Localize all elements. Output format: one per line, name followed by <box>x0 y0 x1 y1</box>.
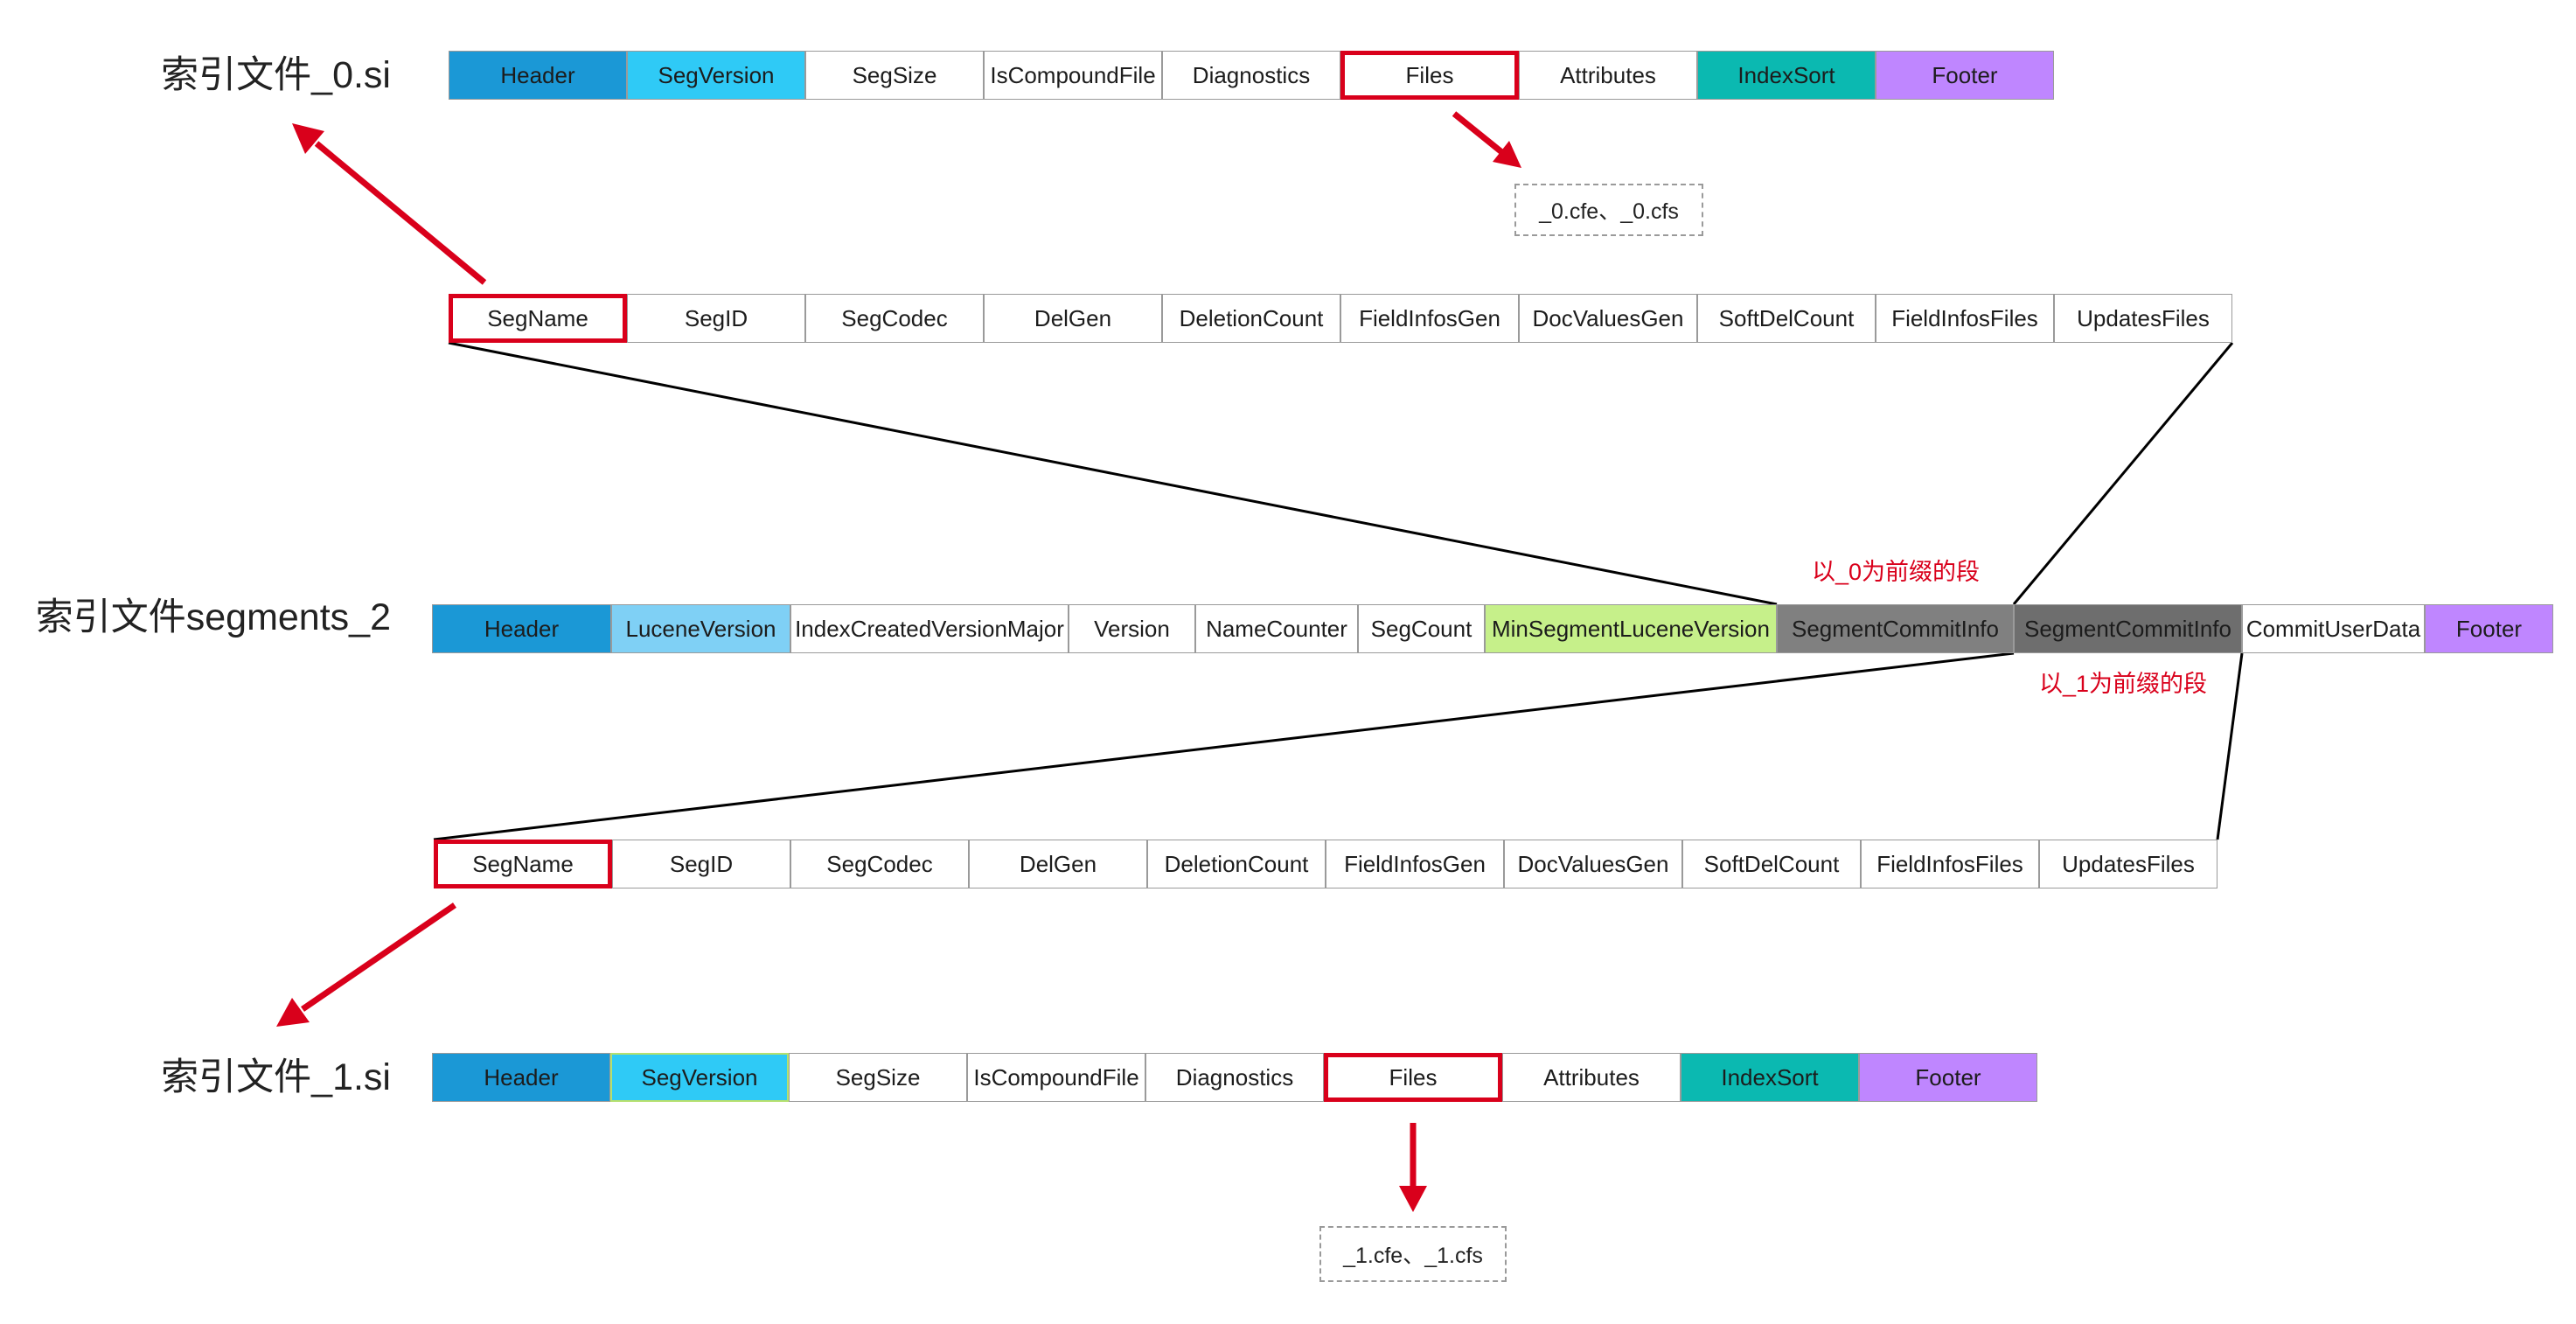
segments-segmentcommitinfo-0-cell: SegmentCommitInfo <box>1777 604 2014 653</box>
si1-files-cell: Files <box>1324 1053 1502 1102</box>
si1-iscompoundfile-cell: IsCompoundFile <box>967 1053 1145 1102</box>
si0-footer-cell: Footer <box>1876 51 2054 100</box>
sci0-fieldinfosgen-cell: FieldInfosGen <box>1340 294 1519 343</box>
sci1-segid-cell: SegID <box>612 840 790 888</box>
note-prefix-0: 以_0为前缀的段 <box>1812 559 1981 585</box>
files-box-1: _1.cfe、_1.cfs <box>1319 1226 1507 1282</box>
sci1-fieldinfosgen-cell: FieldInfosGen <box>1326 840 1504 888</box>
sci1-fieldinfosfiles-cell: FieldInfosFiles <box>1861 840 2039 888</box>
si1-header-cell: Header <box>432 1053 610 1102</box>
si-0-structure: Header SegVersion SegSize IsCompoundFile… <box>449 51 2054 100</box>
segment-commit-info-1-structure: SegName SegID SegCodec DelGen DeletionCo… <box>434 840 2217 888</box>
sci0-fieldinfosfiles-cell: FieldInfosFiles <box>1876 294 2054 343</box>
sci0-softdelcount-cell: SoftDelCount <box>1697 294 1876 343</box>
sci0-deletioncount-cell: DeletionCount <box>1162 294 1340 343</box>
sci0-delgen-cell: DelGen <box>984 294 1162 343</box>
si0-header-cell: Header <box>449 51 627 100</box>
si1-segsize-cell: SegSize <box>789 1053 967 1102</box>
segments-footer-cell: Footer <box>2425 604 2553 653</box>
files-box-0: _0.cfe、_0.cfs <box>1514 184 1703 236</box>
connector-line-sci0-left <box>448 341 1778 606</box>
segments-2-structure: Header LuceneVersion IndexCreatedVersion… <box>432 604 2553 653</box>
segments-header-cell: Header <box>432 604 611 653</box>
arrow-segname-to-si-1 <box>276 902 456 1027</box>
connector-line-sci1-right <box>2216 652 2244 840</box>
sci0-updatesfiles-cell: UpdatesFiles <box>2054 294 2232 343</box>
sci0-segcodec-cell: SegCodec <box>805 294 984 343</box>
sci0-segname-cell: SegName <box>449 294 627 343</box>
segments-namecounter-cell: NameCounter <box>1195 604 1358 653</box>
label-si-0: 索引文件_0.si <box>161 54 391 96</box>
si0-diagnostics-cell: Diagnostics <box>1162 51 1340 100</box>
arrow-files-to-cfs-0 <box>1452 111 1521 168</box>
segments-commituserdata-cell: CommitUserData <box>2242 604 2425 653</box>
sci1-updatesfiles-cell: UpdatesFiles <box>2039 840 2217 888</box>
si0-attributes-cell: Attributes <box>1519 51 1697 100</box>
si0-iscompoundfile-cell: IsCompoundFile <box>984 51 1162 100</box>
si0-files-cell: Files <box>1340 51 1519 100</box>
segments-indexcreatedversionmajor-cell: IndexCreatedVersionMajor <box>790 604 1069 653</box>
sci1-softdelcount-cell: SoftDelCount <box>1682 840 1861 888</box>
si0-segversion-cell: SegVersion <box>627 51 805 100</box>
arrow-files-to-cfs-1 <box>1399 1123 1427 1212</box>
sci1-segcodec-cell: SegCodec <box>790 840 969 888</box>
segments-segmentcommitinfo-1-cell: SegmentCommitInfo <box>2014 604 2242 653</box>
si1-indexsort-cell: IndexSort <box>1681 1053 1859 1102</box>
si0-indexsort-cell: IndexSort <box>1697 51 1876 100</box>
si0-segsize-cell: SegSize <box>805 51 984 100</box>
label-segments-2: 索引文件segments_2 <box>35 596 391 638</box>
label-si-1: 索引文件_1.si <box>161 1056 391 1098</box>
note-prefix-1: 以_1为前缀的段 <box>2039 671 2208 697</box>
si1-footer-cell: Footer <box>1859 1053 2037 1102</box>
arrow-segname-to-si-0 <box>292 123 487 285</box>
segments-minsegmentluceneversion-cell: MinSegmentLuceneVersion <box>1485 604 1777 653</box>
segment-commit-info-0-structure: SegName SegID SegCodec DelGen DeletionCo… <box>449 294 2232 343</box>
segments-segcount-cell: SegCount <box>1358 604 1485 653</box>
connector-line-sci1-left <box>433 652 2015 841</box>
sci1-segname-cell: SegName <box>434 840 612 888</box>
sci0-segid-cell: SegID <box>627 294 805 343</box>
sci1-delgen-cell: DelGen <box>969 840 1147 888</box>
sci1-docvaluesgen-cell: DocValuesGen <box>1504 840 1682 888</box>
segments-version-cell: Version <box>1069 604 1195 653</box>
si1-diagnostics-cell: Diagnostics <box>1145 1053 1324 1102</box>
sci1-deletioncount-cell: DeletionCount <box>1147 840 1326 888</box>
segments-luceneversion-cell: LuceneVersion <box>611 604 790 653</box>
si-1-structure: Header SegVersion SegSize IsCompoundFile… <box>432 1053 2037 1102</box>
si1-segversion-cell: SegVersion <box>610 1053 789 1102</box>
connector-line-sci0-right <box>2012 342 2234 605</box>
sci0-docvaluesgen-cell: DocValuesGen <box>1519 294 1697 343</box>
si1-attributes-cell: Attributes <box>1502 1053 1681 1102</box>
